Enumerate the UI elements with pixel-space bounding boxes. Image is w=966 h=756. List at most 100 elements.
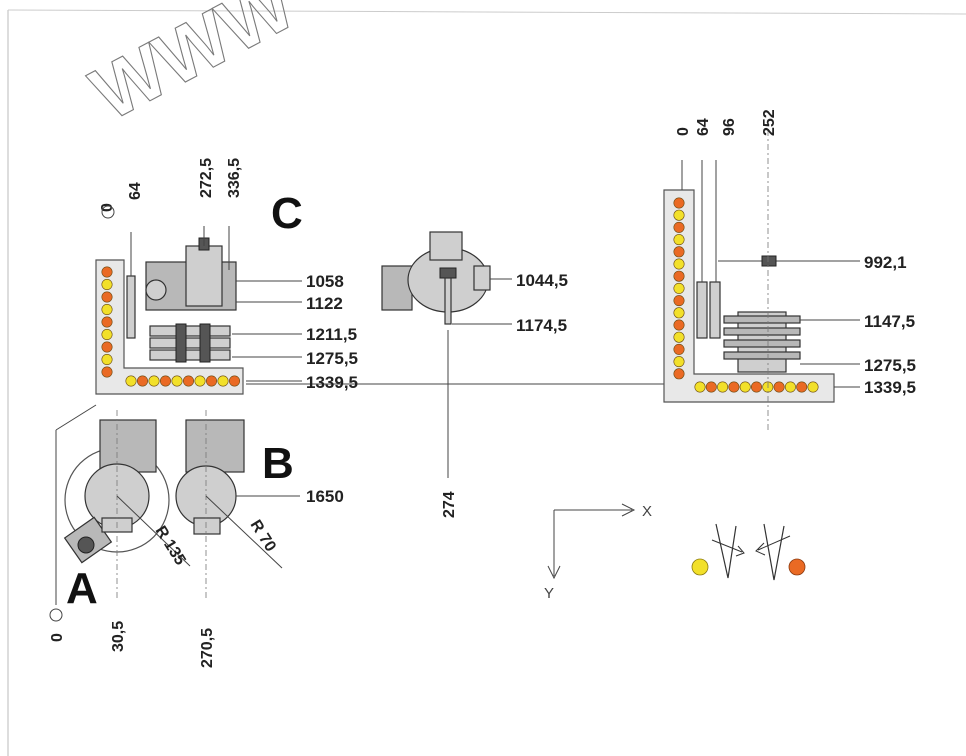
left-plate-vertical-dots: [101, 266, 113, 378]
dim-1058: 1058: [306, 272, 344, 291]
plate-dot: [101, 341, 113, 353]
plate-dot: [101, 316, 113, 328]
plate-dot: [728, 381, 740, 393]
center-unit: 1044,5 1174,5 274: [381, 231, 568, 518]
right-drill-row-4: [723, 351, 801, 360]
plate-dot: [705, 381, 717, 393]
dim-left-top-336-5: 336,5: [226, 158, 243, 198]
dim-1044-5: 1044,5: [516, 271, 568, 290]
dim-bottom-30-5: 30,5: [110, 621, 127, 652]
plate-dot: [206, 375, 218, 387]
plate-dot: [796, 381, 808, 393]
radius-line-a: [116, 495, 191, 567]
plate-dot: [673, 234, 685, 246]
plate-dot: [101, 266, 113, 278]
plate-dot: [148, 375, 160, 387]
dim-1122: 1122: [306, 294, 343, 313]
drill-collar-2: [199, 323, 211, 363]
head-a-housing: [99, 419, 157, 473]
xy-axes: X Y: [544, 503, 652, 602]
center-unit-clamp: [439, 267, 457, 279]
plate-dot: [101, 291, 113, 303]
right-drill-row-3: [723, 339, 801, 348]
plate-dot: [183, 375, 195, 387]
left-plate-group: 0 64 272,5 336,5 1058 1122 1211,5 1275,5…: [95, 158, 664, 395]
plate-dot: [160, 375, 172, 387]
plate-dot: [673, 209, 685, 221]
drill-row-1: [149, 325, 231, 337]
boring-head-motor: [185, 245, 223, 307]
plate-dot: [773, 381, 785, 393]
dim-1275-5: 1275,5: [306, 349, 358, 368]
legend-yellow-dot: [691, 558, 709, 576]
x-axis-arrow: [621, 503, 636, 517]
plate-dot: [673, 307, 685, 319]
plate-dot: [673, 282, 685, 294]
origin-leader: [55, 404, 97, 431]
right-tool-1: [696, 281, 708, 339]
dim-274: 274: [441, 491, 458, 518]
right-saw-marker: [761, 255, 777, 267]
watermark: WWW: [78, 0, 308, 137]
plate-dot: [137, 375, 149, 387]
plate-dot: [217, 375, 229, 387]
radius-b-label: R 70: [247, 517, 279, 555]
plate-dot: [717, 381, 729, 393]
plate-dot: [673, 197, 685, 209]
plate-dot: [101, 278, 113, 290]
plate-dot: [194, 375, 206, 387]
radius-a-label: R 135: [152, 523, 189, 568]
plate-dot: [673, 368, 685, 380]
plate-dot: [171, 375, 183, 387]
dim-bottom-0: 0: [49, 633, 66, 642]
plate-dot: [125, 375, 137, 387]
origin-symbol-top: [101, 205, 115, 219]
plate-dot: [101, 353, 113, 365]
plate-dot: [739, 381, 751, 393]
spindle-tool: [126, 275, 136, 339]
rotation-legend: [691, 523, 806, 581]
drill-bit-right-icon: [763, 523, 785, 581]
y-axis-label: Y: [544, 585, 554, 602]
dim-992-1: 992,1: [864, 253, 907, 272]
head-a-hub: [77, 536, 95, 554]
plate-dot: [673, 221, 685, 233]
head-b-housing: [185, 419, 245, 473]
plate-dot: [101, 303, 113, 315]
dim-right-top-96: 96: [721, 118, 738, 136]
y-axis-arrow: [547, 565, 561, 580]
letter-a: A: [66, 564, 98, 613]
dim-1147-5: 1147,5: [864, 312, 915, 331]
rotation-arrow-left-icon: [711, 539, 745, 557]
boring-head-c: [145, 226, 237, 311]
drill-collar-1: [175, 323, 187, 363]
plate-dot: [673, 319, 685, 331]
right-plate-group: 0 64 96 252 992,1 1147,5 1275,5 1339,5: [663, 109, 916, 430]
plate-dot: [101, 366, 113, 378]
right-plate-vertical-dots: [673, 197, 685, 380]
radius-line-b: [205, 495, 283, 569]
plate-dot: [807, 381, 819, 393]
plate-dot: [673, 331, 685, 343]
head-b-chuck: [193, 517, 221, 535]
plate-dot: [673, 246, 685, 258]
dim-1174-5: 1174,5: [516, 316, 567, 335]
dim-right-top-0: 0: [675, 127, 692, 136]
center-unit-bracket: [381, 265, 413, 311]
letter-b: B: [262, 439, 294, 488]
left-plate-horizontal-dots: [125, 375, 241, 387]
frame-top-edge: [7, 9, 966, 15]
plate-dot: [750, 381, 762, 393]
plate-dot: [673, 258, 685, 270]
right-drill-bank: [723, 311, 801, 373]
dim-bottom-270-5: 270,5: [199, 628, 216, 668]
dim-1339-5: 1339,5: [306, 373, 358, 392]
legend-orange-dot: [788, 558, 806, 576]
dim-1650: 1650: [306, 487, 344, 506]
dim-left-top-0: 0: [99, 203, 116, 212]
dim-right-top-252: 252: [761, 109, 778, 136]
dim-1339-5-right: 1339,5: [864, 378, 916, 397]
drill-bits-c: [149, 323, 231, 363]
plate-dot: [673, 295, 685, 307]
